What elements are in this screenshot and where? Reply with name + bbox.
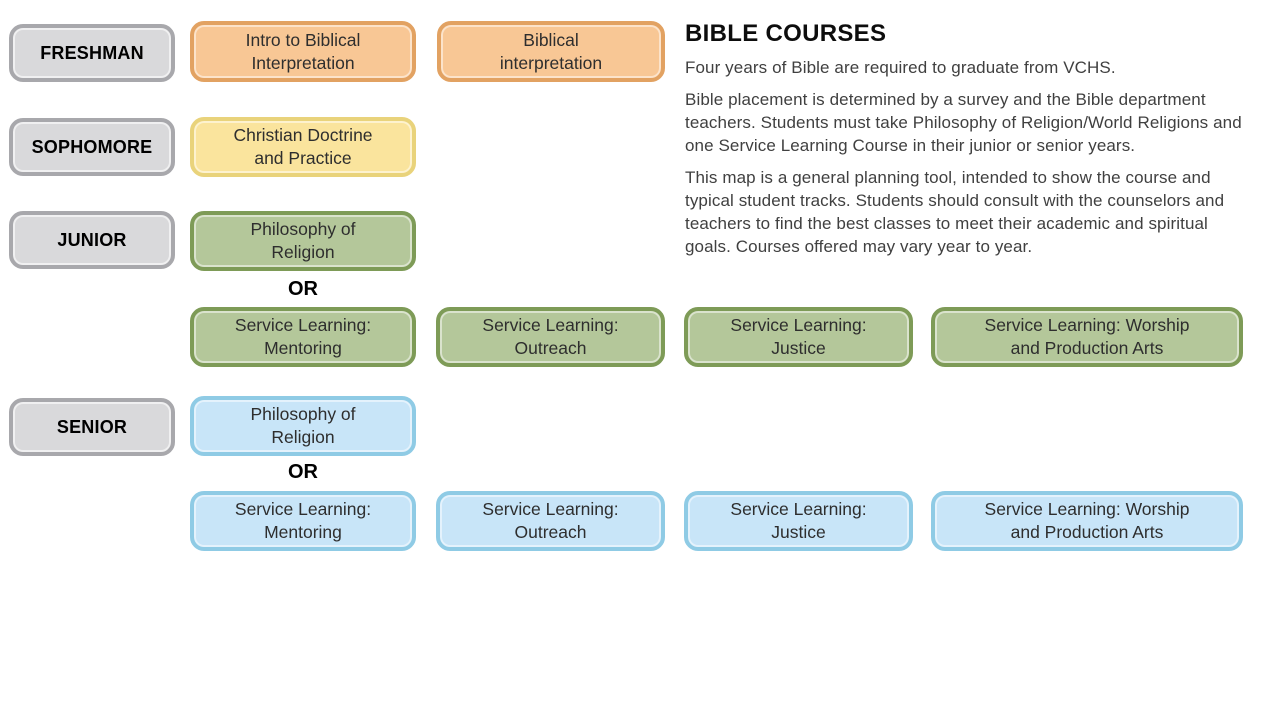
info-paragraph-planning-tool: This map is a general planning tool, int… (685, 168, 1225, 256)
course-box-service-learning-justice-senior: Service Learning: Justice (684, 491, 913, 551)
grade-box-sophomore: SOPHOMORE (9, 118, 175, 176)
course-box-service-learning-mentoring-junior: Service Learning: Mentoring (190, 307, 416, 367)
grade-box-freshman: FRESHMAN (9, 24, 175, 82)
info-paragraph-placement: Bible placement is determined by a surve… (685, 90, 1242, 155)
course-box-philosophy-of-religion-senior: Philosophy of Religion (190, 396, 416, 456)
course-box-service-learning-outreach-senior: Service Learning: Outreach (436, 491, 665, 551)
course-box-biblical-interpretation: Biblical interpretation (437, 21, 665, 82)
page-title: BIBLE COURSES (685, 20, 887, 47)
grade-box-senior: SENIOR (9, 398, 175, 456)
course-box-service-learning-mentoring-senior: Service Learning: Mentoring (190, 491, 416, 551)
or-label-junior: OR (288, 278, 318, 300)
info-panel: BIBLE COURSES Four years of Bible are re… (685, 20, 1243, 267)
info-paragraph-graduation-requirement: Four years of Bible are required to grad… (685, 58, 1116, 77)
course-box-service-learning-worship-junior: Service Learning: Worship and Production… (931, 307, 1243, 367)
course-box-service-learning-outreach-junior: Service Learning: Outreach (436, 307, 665, 367)
course-box-christian-doctrine-and-practice: Christian Doctrine and Practice (190, 117, 416, 177)
course-box-service-learning-justice-junior: Service Learning: Justice (684, 307, 913, 367)
or-label-senior: OR (288, 461, 318, 483)
course-box-service-learning-worship-senior: Service Learning: Worship and Production… (931, 491, 1243, 551)
grade-box-junior: JUNIOR (9, 211, 175, 269)
course-box-intro-to-biblical-interpretation: Intro to Biblical Interpretation (190, 21, 416, 82)
course-box-philosophy-of-religion-junior: Philosophy of Religion (190, 211, 416, 271)
